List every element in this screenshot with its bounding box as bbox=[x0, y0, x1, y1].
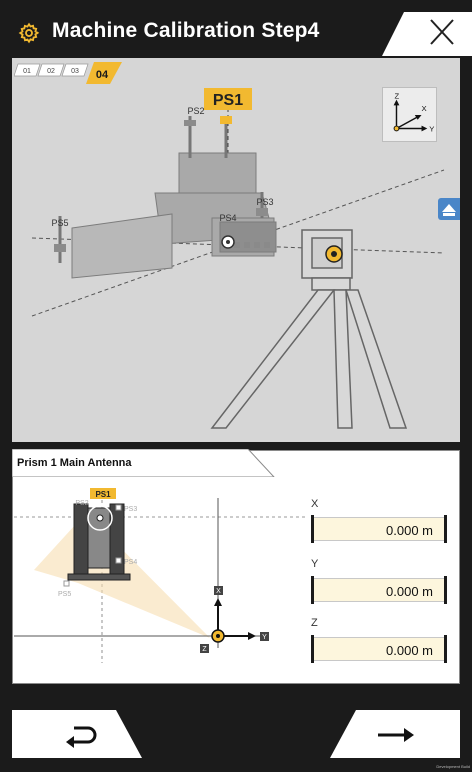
prism-position-diagram: PS1 PS2 PS3 PS4 PS5 X Y Z bbox=[14, 488, 306, 663]
z-label: Z bbox=[311, 617, 318, 629]
machine-top-view bbox=[67, 503, 131, 581]
gear-icon bbox=[18, 22, 40, 44]
step-indicator: 01 02 03 04 bbox=[14, 62, 122, 84]
scene-illustration: PS1 PS2 PS3 PS4 PS5 bbox=[31, 88, 445, 429]
diagram-axis-y: Y bbox=[262, 634, 267, 641]
side-panel-tab[interactable] bbox=[438, 198, 460, 220]
y-label: Y bbox=[311, 558, 319, 570]
diagram-ps2-label: PS2 bbox=[75, 500, 88, 507]
ps1-label: PS1 bbox=[213, 92, 243, 109]
diagram-axis-x: X bbox=[216, 588, 221, 595]
x-value: 0.000 m bbox=[386, 523, 433, 538]
ps2-label: PS2 bbox=[187, 106, 204, 116]
diagram-ps4-label: PS4 bbox=[124, 559, 137, 566]
machine-view-icon bbox=[442, 204, 456, 216]
step-02: 02 bbox=[47, 68, 55, 75]
step-04-active: 04 bbox=[96, 69, 109, 81]
panel-title: Prism 1 Main Antenna bbox=[17, 457, 132, 469]
total-station bbox=[210, 229, 408, 429]
axis-y-label: Y bbox=[429, 124, 434, 133]
ps1-badge bbox=[204, 88, 252, 110]
close-button[interactable] bbox=[382, 8, 472, 58]
header: Machine Calibration Step4 bbox=[0, 0, 472, 60]
diagram-ps3-label: PS3 bbox=[124, 506, 137, 513]
y-value: 0.000 m bbox=[386, 584, 433, 599]
arrow-right-icon bbox=[378, 728, 414, 742]
axis-x-label: X bbox=[422, 104, 427, 113]
next-button[interactable] bbox=[330, 710, 460, 758]
axis-view-button[interactable]: Z X Y bbox=[382, 87, 437, 142]
page-title: Machine Calibration Step4 bbox=[52, 19, 320, 42]
y-field[interactable]: 0.000 m bbox=[311, 576, 447, 604]
step-01: 01 bbox=[23, 68, 31, 75]
diagram-axis-z: Z bbox=[202, 646, 207, 653]
panel-tab bbox=[12, 449, 275, 477]
ps5-label: PS5 bbox=[51, 218, 68, 228]
z-field[interactable]: 0.000 m bbox=[311, 635, 447, 663]
ps4-label: PS4 bbox=[219, 213, 236, 223]
dev-build-label: Development Build bbox=[436, 764, 470, 769]
z-value: 0.000 m bbox=[386, 643, 433, 658]
x-label: X bbox=[311, 498, 319, 510]
diagram-ps1-label: PS1 bbox=[95, 490, 111, 499]
diagram-ps5-label: PS5 bbox=[58, 591, 71, 598]
back-icon bbox=[66, 726, 97, 748]
ps3-label: PS3 bbox=[256, 197, 273, 207]
calibration-scene: PS1 PS2 PS3 PS4 PS5 01 02 bbox=[12, 58, 460, 442]
axis-z-label: Z bbox=[395, 92, 400, 101]
x-field[interactable]: 0.000 m bbox=[311, 515, 447, 543]
step-03: 03 bbox=[71, 68, 79, 75]
back-button[interactable] bbox=[12, 710, 142, 758]
